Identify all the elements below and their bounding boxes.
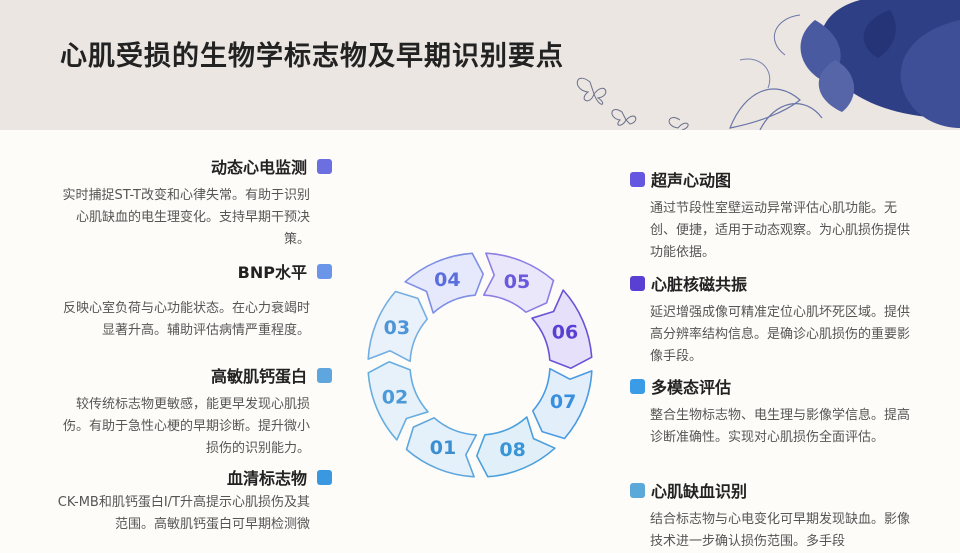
ring-segment-number: 01 — [430, 437, 456, 459]
item-desc: 结合标志物与心电变化可早期发现缺血。影像技术进一步确认损伤范围。多手段 — [630, 509, 910, 553]
item-desc: CK-MB和肌钙蛋白I/T升高提示心肌损伤及其范围。高敏肌钙蛋白可早期检测微 — [52, 492, 332, 536]
bullet-square-icon — [630, 172, 645, 187]
ring-segment-number: 02 — [382, 387, 408, 409]
bullet-square-icon — [630, 379, 645, 394]
lotus-butterfly-illustration — [560, 0, 960, 130]
header-banner: 心肌受损的生物学标志物及早期识别要点 — [0, 0, 960, 130]
item-title: 超声心动图 — [651, 167, 731, 191]
item-desc: 实时捕捉ST-T改变和心律失常。有助于识别心肌缺血的电生理变化。支持早期干预决策… — [52, 185, 332, 251]
bullet-square-icon — [317, 470, 332, 485]
bullet-square-icon — [317, 368, 332, 383]
item-title: 血清标志物 — [227, 465, 307, 489]
ring-segment-number: 04 — [434, 269, 460, 291]
item-desc: 延迟增强成像可精准定位心肌坏死区域。提供高分辨率结构信息。是确诊心肌损伤的重要影… — [630, 302, 910, 368]
bullet-square-icon — [630, 276, 645, 291]
left-item-4: 血清标志物 CK-MB和肌钙蛋白I/T升高提示心肌损伤及其范围。高敏肌钙蛋白可早… — [52, 466, 332, 536]
item-title: 心肌缺血识别 — [651, 478, 747, 502]
bullet-square-icon — [317, 264, 332, 279]
ring-segment-number: 08 — [499, 439, 525, 461]
bullet-square-icon — [630, 483, 645, 498]
item-title: 动态心电监测 — [211, 154, 307, 178]
item-title: 高敏肌钙蛋白 — [211, 363, 307, 387]
ring-segment-number: 06 — [552, 321, 578, 343]
left-item-2: BNP水平 反映心室负荷与心功能状态。在心力衰竭时显著升高。辅助评估病情严重程度… — [52, 260, 332, 342]
page-title: 心肌受损的生物学标志物及早期识别要点 — [60, 34, 564, 73]
right-item-4: 心肌缺血识别 结合标志物与心电变化可早期发现缺血。影像技术进一步确认损伤范围。多… — [630, 479, 910, 553]
item-title: BNP水平 — [238, 259, 307, 283]
item-desc: 反映心室负荷与心功能状态。在心力衰竭时显著升高。辅助评估病情严重程度。 — [52, 298, 332, 342]
item-title: 心脏核磁共振 — [651, 271, 747, 295]
right-item-1: 超声心动图 通过节段性室壁运动异常评估心肌功能。无创、便捷，适用于动态观察。为心… — [630, 168, 910, 264]
left-item-1: 动态心电监测 实时捕捉ST-T改变和心律失常。有助于识别心肌缺血的电生理变化。支… — [52, 155, 332, 251]
item-desc: 较传统标志物更敏感，能更早发现心肌损伤。有助于急性心梗的早期诊断。提升微小损伤的… — [52, 394, 332, 460]
ring-segment-number: 05 — [504, 271, 530, 293]
right-item-3: 多模态评估 整合生物标志物、电生理与影像学信息。提高诊断准确性。实现对心肌损伤全… — [630, 375, 910, 449]
item-desc: 通过节段性室壁运动异常评估心肌功能。无创、便捷，适用于动态观察。为心肌损伤提供功… — [630, 198, 910, 264]
item-title: 多模态评估 — [651, 374, 731, 398]
cycle-ring: 01 02 03 04 05 06 07 08 — [350, 235, 610, 495]
left-item-3: 高敏肌钙蛋白 较传统标志物更敏感，能更早发现心肌损伤。有助于急性心梗的早期诊断。… — [52, 364, 332, 460]
ring-segment-number: 03 — [384, 317, 410, 339]
item-desc: 整合生物标志物、电生理与影像学信息。提高诊断准确性。实现对心肌损伤全面评估。 — [630, 405, 910, 449]
right-item-2: 心脏核磁共振 延迟增强成像可精准定位心肌坏死区域。提供高分辨率结构信息。是确诊心… — [630, 272, 910, 368]
ring-segment-number: 07 — [550, 391, 576, 413]
bullet-square-icon — [317, 159, 332, 174]
